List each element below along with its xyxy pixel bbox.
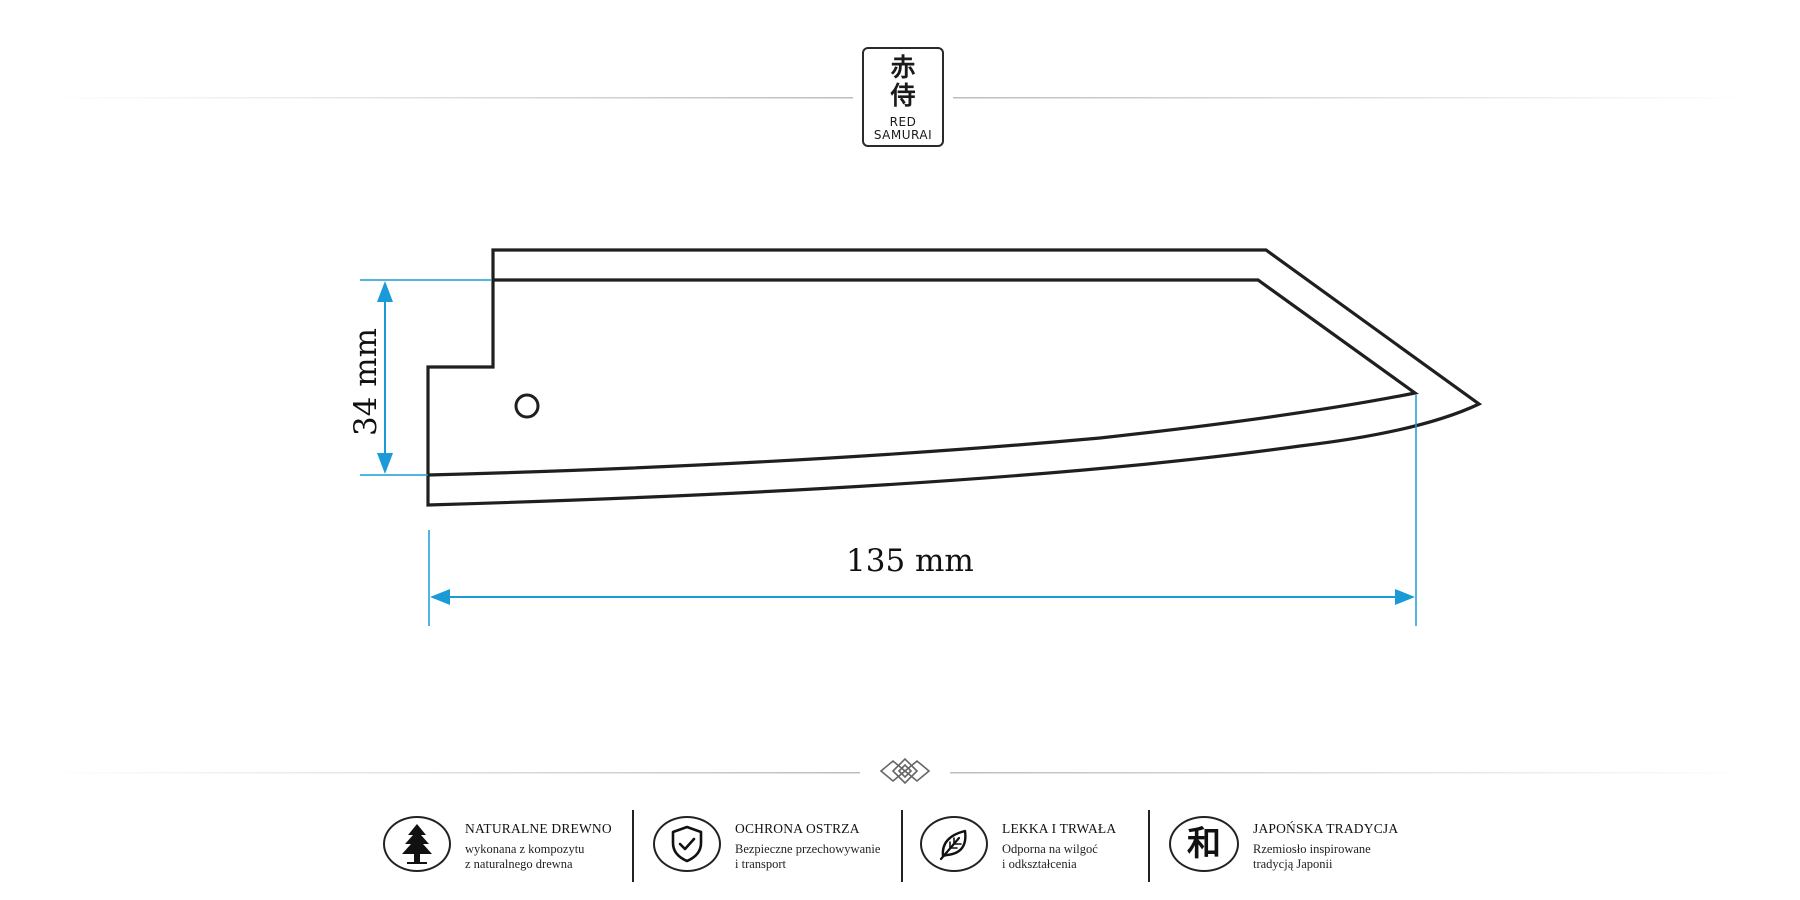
feature-desc-line-1: Odporna na wilgoć	[1002, 842, 1098, 856]
feature-desc-line-1: Bezpieczne przechowywanie	[735, 842, 881, 856]
top-divider-right	[953, 97, 1753, 99]
pin-hole	[514, 393, 540, 419]
feature-japanese-tradition: 和 JAPOŃSKA TRADYCJA Rzemiosło inspirowan…	[1169, 810, 1429, 884]
feature-desc-line-1: wykonana z kompozytu	[465, 842, 585, 856]
feature-light-durable: LEKKA I TRWAŁA Odporna na wilgoć i odksz…	[920, 810, 1165, 884]
logo-kanji-samurai: 侍	[890, 81, 916, 110]
bottom-divider-right	[950, 772, 1753, 774]
feature-desc-line-2: i transport	[735, 857, 787, 871]
feature-separator	[1148, 810, 1150, 882]
feature-blade-protection: OCHRONA OSTRZA Bezpieczne przechowywanie…	[653, 810, 898, 884]
knot-ornament-icon	[879, 757, 931, 785]
feature-title: LEKKA I TRWAŁA	[1002, 821, 1117, 836]
feature-title: NATURALNE DREWNO	[465, 821, 612, 836]
shield-check-icon	[653, 816, 721, 872]
feature-desc-line-1: Rzemiosło inspirowane	[1253, 842, 1371, 856]
feature-title: JAPOŃSKA TRADYCJA	[1253, 821, 1399, 836]
saya-outer-outline	[426, 248, 1483, 507]
feature-separator	[901, 810, 903, 882]
feature-title: OCHRONA OSTRZA	[735, 821, 860, 836]
wa-kanji-icon: 和	[1169, 816, 1239, 872]
bottom-divider-left	[45, 772, 860, 774]
logo-kanji-red: 赤	[890, 53, 916, 82]
height-dimension	[360, 279, 492, 476]
width-dimension-label: 135 mm	[846, 543, 974, 579]
brand-logo: 赤 侍 RED SAMURAI	[862, 47, 944, 147]
leaf-icon	[920, 816, 988, 872]
width-dimension	[428, 395, 1417, 626]
feature-desc-line-2: i odkształcenia	[1002, 857, 1077, 871]
feature-desc-line-2: tradycją Japonii	[1253, 857, 1333, 871]
feature-natural-wood: NATURALNE DREWNO wykonana z kompozytu z …	[383, 810, 628, 884]
saya-inner-outline	[427, 278, 1419, 477]
feature-desc-line-2: z naturalnego drewna	[465, 857, 573, 871]
wa-kanji-glyph: 和	[1187, 824, 1221, 864]
top-divider-left	[45, 97, 853, 99]
feature-separator	[632, 810, 634, 882]
logo-brand-line-2: SAMURAI	[873, 128, 933, 142]
height-dimension-label: 34 mm	[348, 327, 384, 437]
pine-tree-icon	[383, 816, 451, 872]
logo-brand-line-1: RED	[889, 115, 917, 129]
